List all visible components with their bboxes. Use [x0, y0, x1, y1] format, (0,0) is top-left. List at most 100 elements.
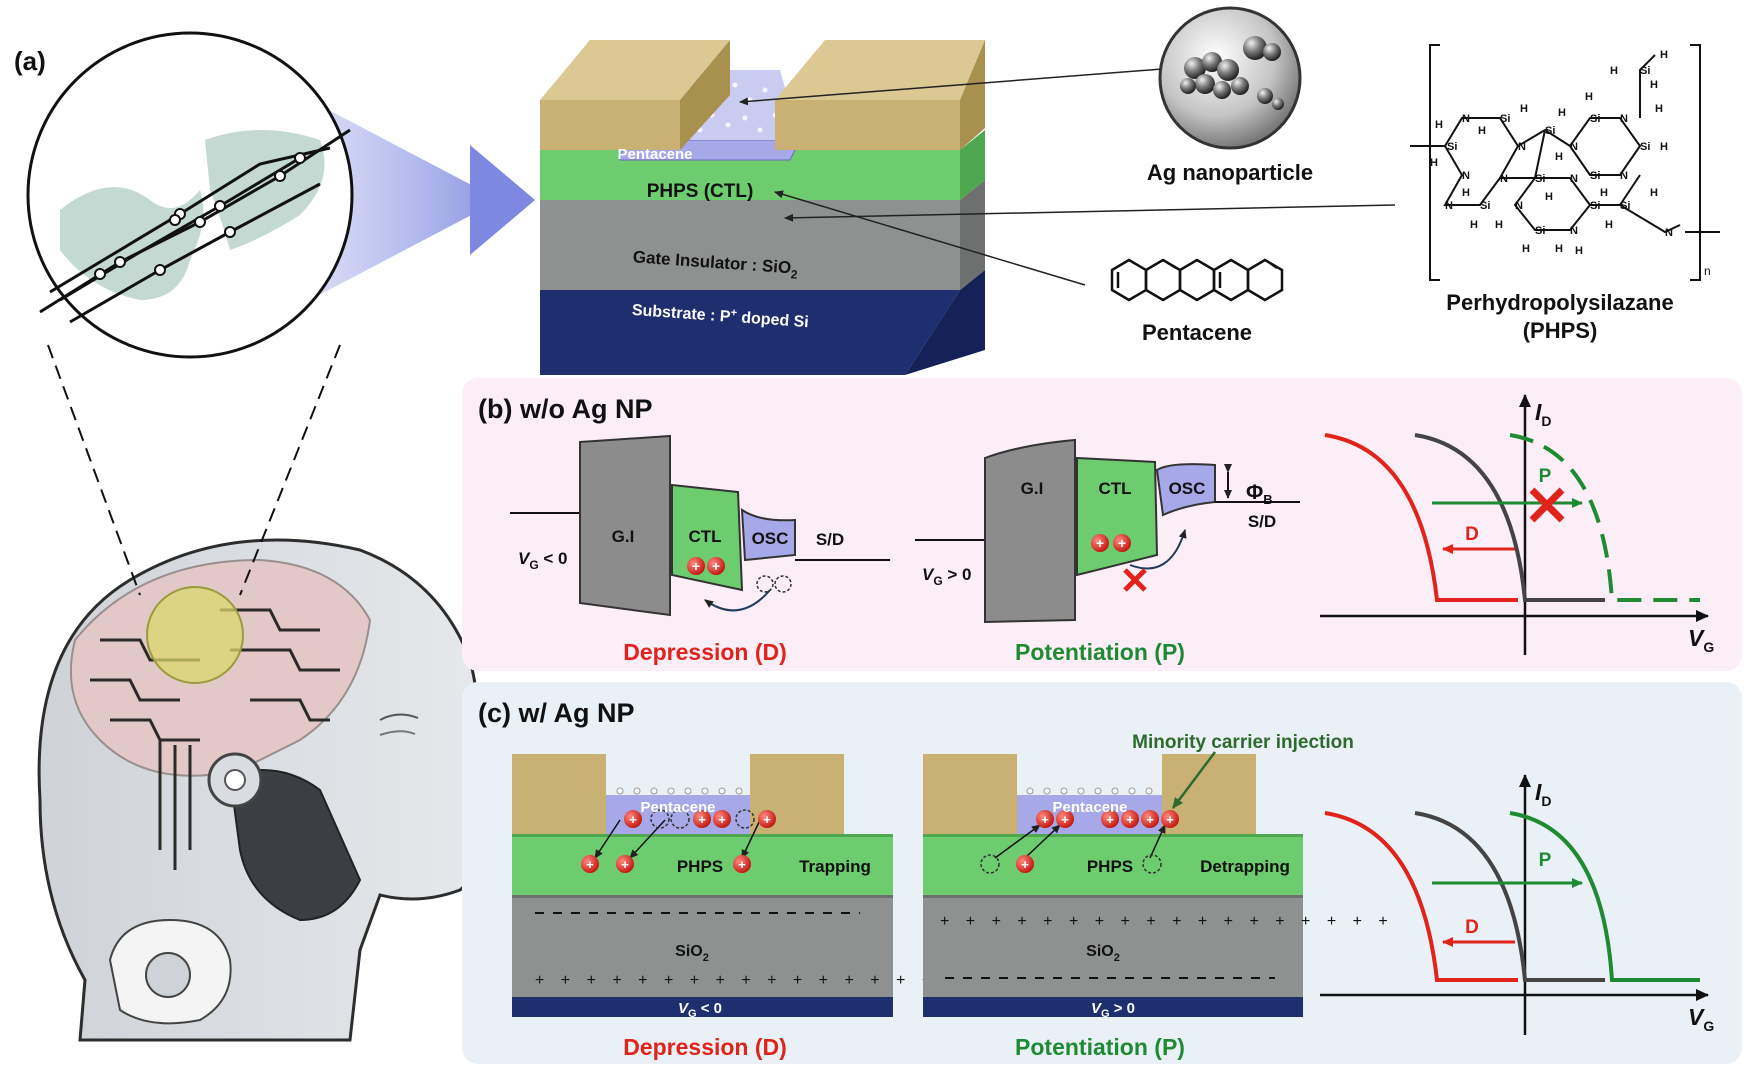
svg-text:H: H — [1470, 219, 1478, 231]
layer-pentacene-label: Pentacene — [617, 146, 692, 163]
device-c-d-oxide: SiO2 — [675, 943, 709, 964]
svg-text:H: H — [1660, 141, 1668, 153]
svg-text:Si: Si — [1480, 200, 1490, 212]
svg-text:+: + — [718, 812, 726, 827]
pentacene-molecule — [1110, 258, 1284, 302]
svg-text:H: H — [1545, 191, 1553, 203]
device-c-d-vg: VG < 0 — [678, 1000, 722, 1020]
ag-pointer — [739, 67, 1176, 106]
svg-text:Si: Si — [1620, 200, 1630, 212]
depression-holes: + + — [687, 557, 725, 575]
device-c-d-state: Trapping — [799, 857, 871, 876]
graph-c-xlabel: VG — [1688, 1004, 1714, 1034]
svg-text:Si: Si — [1545, 125, 1555, 137]
svg-text:N: N — [1445, 200, 1453, 212]
svg-text:+: + — [1061, 812, 1069, 827]
svg-text:H: H — [1430, 157, 1438, 169]
graph-c-p-label: P — [1539, 850, 1552, 871]
device-c-d-pentacene: Pentacene — [640, 799, 715, 816]
depression-gi-label: G.I — [612, 527, 635, 546]
phi-b-label: ΦB — [1246, 481, 1273, 507]
svg-text:H: H — [1495, 219, 1503, 231]
svg-text:+: + — [692, 558, 700, 574]
potentiation-ctl-label: CTL — [1098, 479, 1131, 498]
svg-text:N: N — [1462, 113, 1470, 125]
depression-caption-b: Depression (D) — [623, 639, 787, 665]
panel-a-label: (a) — [14, 46, 46, 76]
svg-text:N: N — [1665, 227, 1673, 239]
svg-text:H: H — [1575, 245, 1583, 257]
device-c-p-phps: PHPS — [1087, 857, 1133, 876]
transfer-curve-c — [1320, 774, 1709, 1035]
svg-text:H: H — [1522, 243, 1530, 255]
svg-text:Si: Si — [1640, 141, 1650, 153]
svg-text:+: + — [1146, 812, 1154, 827]
graph-b-xlabel: VG — [1688, 625, 1714, 655]
panel-c-label: (c) w/ Ag NP — [478, 698, 635, 728]
potentiation-osc-label: OSC — [1169, 479, 1206, 498]
svg-text:N: N — [1570, 141, 1578, 153]
ag-nanoparticle-label: Ag nanoparticle — [1147, 160, 1313, 185]
svg-text:Si: Si — [1500, 113, 1510, 125]
svg-text:Si: Si — [1640, 65, 1650, 77]
phps-abbr: (PHPS) — [1523, 318, 1598, 343]
svg-text:H: H — [1555, 243, 1563, 255]
potentiation-holes: + + — [1091, 534, 1131, 552]
synapse-circle — [26, 31, 354, 359]
svg-text:+: + — [1118, 535, 1126, 551]
potentiation-sd-label: S/D — [1248, 512, 1276, 531]
svg-text:+: + — [712, 558, 720, 574]
device-c-p-state: Detrapping — [1200, 857, 1290, 876]
svg-text:H: H — [1610, 65, 1618, 77]
svg-text:+: + — [621, 857, 629, 872]
device-c-depression: ++++ +++ + + + + + + + + + + + + + + + +… — [512, 754, 983, 1017]
pentacene-pointer — [774, 190, 1086, 286]
layer-ctl-label: PHPS (CTL) — [647, 181, 754, 202]
svg-text:+: + — [586, 857, 594, 872]
phps-pointer — [784, 204, 1396, 222]
arrow-head — [470, 145, 535, 255]
svg-text:H: H — [1600, 187, 1608, 199]
svg-text:H: H — [1435, 119, 1443, 131]
svg-text:+: + — [1106, 812, 1114, 827]
svg-text:+: + — [698, 812, 706, 827]
transfer-curve-b — [1320, 394, 1709, 655]
svg-text:+: + — [1166, 812, 1174, 827]
depression-sd-label: S/D — [816, 530, 844, 549]
ag-nanoparticle-image — [1158, 6, 1302, 150]
potentiation-caption-c: Potentiation (P) — [1015, 1034, 1185, 1060]
potentiation-gi-label: G.I — [1021, 479, 1044, 498]
potentiation-vg-label: VG > 0 — [922, 565, 972, 588]
zoom-line-left — [47, 344, 141, 596]
graph-c-d-label: D — [1465, 917, 1479, 938]
depression-ctl-label: CTL — [688, 527, 721, 546]
phps-repeat-n: n — [1704, 264, 1711, 278]
minority-carrier-label: Minority carrier injection — [1132, 732, 1354, 753]
svg-text:H: H — [1558, 107, 1566, 119]
band-diagram-potentiation — [915, 438, 1300, 624]
svg-text:H: H — [1660, 49, 1668, 61]
svg-text:+: + — [738, 857, 746, 872]
svg-text:+: + — [763, 812, 771, 827]
svg-text:H: H — [1605, 219, 1613, 231]
svg-text:H: H — [1655, 103, 1663, 115]
svg-text:+: + — [1126, 812, 1134, 827]
device-c-p-pentacene: Pentacene — [1052, 799, 1127, 816]
svg-text:N: N — [1570, 225, 1578, 237]
svg-text:H: H — [1462, 187, 1470, 199]
svg-text:N: N — [1620, 170, 1628, 182]
zoom-line-right — [239, 344, 341, 596]
depression-osc-label: OSC — [752, 529, 789, 548]
svg-text:H: H — [1555, 151, 1563, 163]
svg-text:+ + + + + + + + + + + + + + +: + + + + + + + + + + + + + + + + + + — [940, 913, 1394, 930]
svg-text:+: + — [1096, 535, 1104, 551]
svg-text:N: N — [1515, 200, 1523, 212]
device-c-potentiation: +++ ++++ + + + + + + + + + + + + + + + +… — [923, 751, 1394, 1017]
svg-text:N: N — [1462, 170, 1470, 182]
svg-text:+: + — [629, 812, 637, 827]
graph-b-d-label: D — [1465, 524, 1479, 545]
svg-text:Si: Si — [1447, 141, 1457, 153]
svg-text:H: H — [1520, 103, 1528, 115]
graph-b-ylabel: ID — [1535, 399, 1552, 429]
